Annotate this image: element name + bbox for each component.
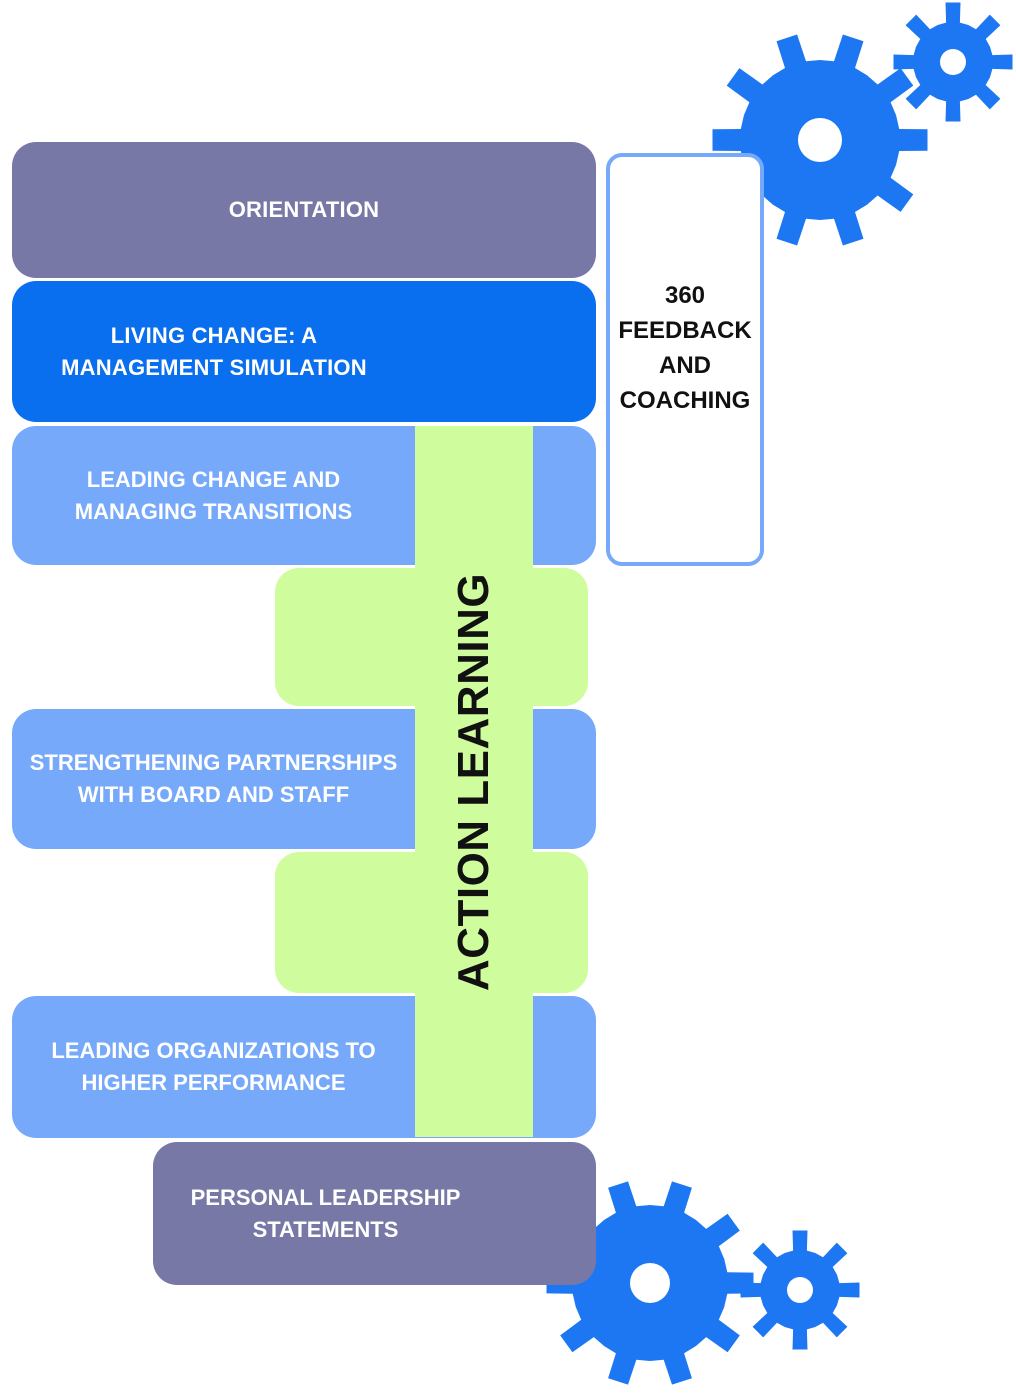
gear-icon [740, 1230, 860, 1350]
step-orientation-label: ORIENTATION [228, 197, 380, 222]
step-leading-change-label: LEADING CHANGE AND MANAGING TRANSITIONS [74, 466, 353, 524]
action-learning-bar [415, 426, 533, 1137]
step-orientation: ORIENTATION [12, 142, 596, 278]
step-strengthening-partnerships-label: STRENGTHENING PARTNERSHIPS WITH BOARD AN… [29, 750, 398, 807]
step-leading-organizations-label: LEADING ORGANIZATIONS TO HIGHER PERFORMA… [51, 1038, 376, 1095]
step-personal-leadership [153, 1142, 596, 1285]
step-living-change: LIVING CHANGE: A MANAGEMENT SIMULATION [12, 281, 596, 422]
step-living-change-label: LIVING CHANGE: A MANAGEMENT SIMULATION [61, 322, 367, 380]
feedback-coaching-label: 360 FEEDBACK AND COACHING [618, 282, 752, 414]
step-personal-leadership-label: PERSONAL LEADERSHIP STATEMENTS [190, 1184, 461, 1242]
action-learning-label: ACTION LEARNING [449, 572, 498, 992]
gear-icon [893, 2, 1013, 122]
feedback-coaching-frame [606, 153, 764, 566]
